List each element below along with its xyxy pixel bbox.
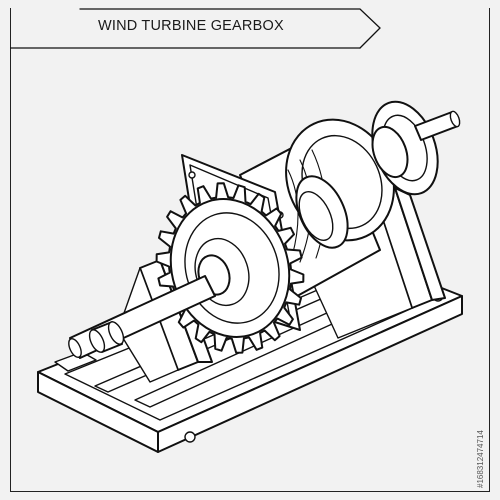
gearbox-housing [239,118,395,301]
rear-pedestal [299,187,446,339]
border-frame [10,8,490,492]
stock-id-text: #168312474714 [476,430,485,488]
diagram-title: WIND TURBINE GEARBOX [98,18,284,34]
title-banner [10,8,381,49]
input-shaft [68,275,216,359]
rear-flywheel [371,100,461,196]
